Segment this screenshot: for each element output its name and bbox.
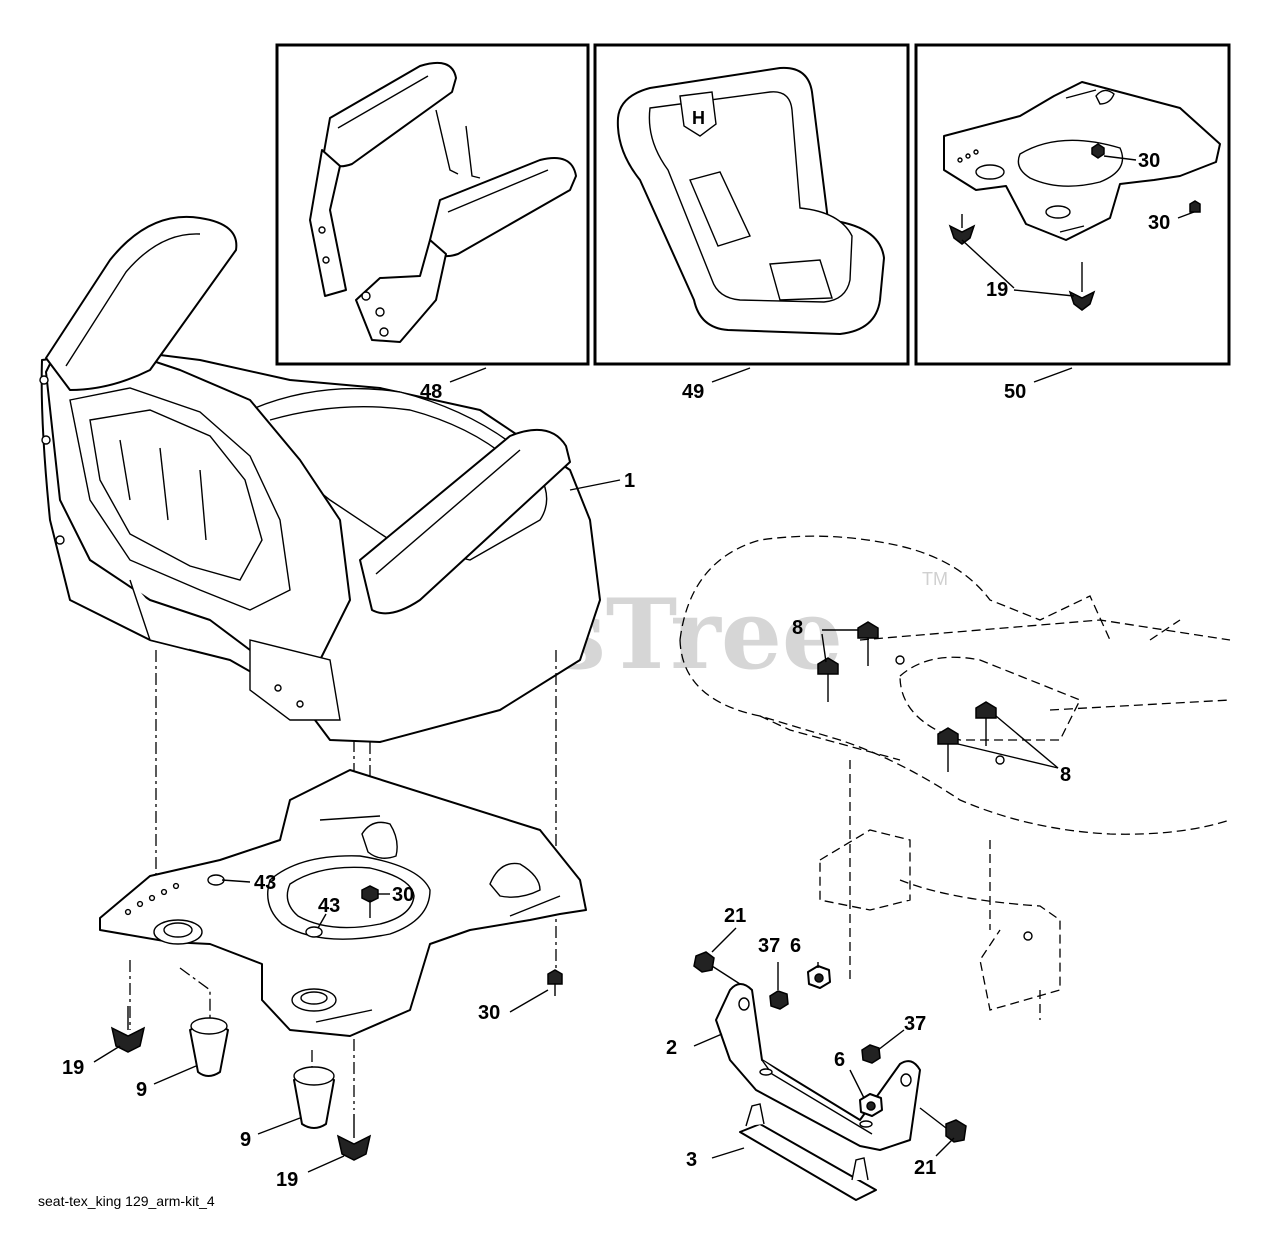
bolt-icon (937, 727, 959, 772)
bracket-icon (739, 1103, 877, 1201)
callout-30-inset-a: 30 (1138, 150, 1160, 172)
seat-plate-icon (99, 769, 587, 1037)
callout-30-inset-b: 30 (1148, 212, 1170, 234)
callout-2: 2 (666, 1037, 677, 1059)
bolt-icon (693, 951, 741, 985)
diagram-caption: seat-tex_king 129_arm-kit_4 (38, 1193, 215, 1209)
callout-21-bottom: 21 (914, 1157, 936, 1179)
callout-9-bottom: 9 (240, 1129, 251, 1151)
nut-icon (859, 1093, 883, 1117)
chassis-outline (679, 535, 1231, 1020)
bolt-icon (857, 621, 879, 666)
watermark-trademark: TM (922, 569, 948, 589)
bumper-icon (189, 1017, 229, 1077)
callout-9-left: 9 (136, 1079, 147, 1101)
callout-30-right: 30 (478, 1002, 500, 1024)
callout-19-inset: 19 (986, 279, 1008, 301)
callout-43-b: 43 (318, 895, 340, 917)
plate-callouts: 43 43 30 30 19 9 9 19 (62, 872, 549, 1191)
inset-box-50 (914, 43, 1231, 366)
seat-cushion-icon: H (616, 66, 885, 335)
plate-hardware (110, 885, 563, 1161)
callout-8-top: 8 (792, 617, 803, 639)
inset-box-49 (593, 43, 910, 366)
callout-21-top: 21 (724, 905, 746, 927)
bolt-icon (919, 1107, 967, 1143)
callout-1-group: 1 (569, 470, 635, 492)
inset-seat-cushion[interactable]: H (593, 43, 910, 366)
callout-6-top: 6 (790, 935, 801, 957)
nut-icon (861, 1044, 881, 1064)
callout-49: 49 (682, 381, 704, 403)
callout-43-a: 43 (254, 872, 276, 894)
callout-30-plate: 30 (392, 884, 414, 906)
bracket-callouts: 21 37 6 2 37 6 3 21 (666, 905, 955, 1179)
callout-37-top: 37 (758, 935, 780, 957)
callout-3: 3 (686, 1149, 697, 1171)
bolts-8: 8 8 (792, 617, 1071, 786)
callout-6-right: 6 (834, 1049, 845, 1071)
callout-1: 1 (624, 470, 635, 492)
callout-37-right: 37 (904, 1013, 926, 1035)
callout-19-bottom: 19 (276, 1169, 298, 1191)
knob-icon (110, 1006, 146, 1053)
knob-icon (336, 1114, 372, 1161)
seat-icon (39, 216, 601, 743)
inset-box-48 (275, 43, 590, 366)
bolt-icon (547, 969, 563, 996)
box-callouts: 48 49 50 (420, 367, 1073, 403)
bolt-icon (361, 885, 379, 918)
bolt-icon (817, 657, 839, 702)
nut-icon (769, 990, 789, 1010)
inset-armrest-kit[interactable] (275, 43, 590, 366)
callout-19-left: 19 (62, 1057, 84, 1079)
inset-seat-plate[interactable]: 30 30 19 (914, 43, 1231, 366)
armrest-kit-icon (309, 62, 577, 343)
bumper-icon (293, 1066, 335, 1129)
callout-8-right: 8 (1060, 764, 1071, 786)
nut-icon (807, 965, 831, 989)
inset-callouts: 30 30 19 (961, 150, 1195, 301)
bolt-icon (975, 701, 997, 746)
callout-50: 50 (1004, 381, 1026, 403)
seat-plate-icon (943, 81, 1221, 311)
svg-text:H: H (692, 108, 705, 128)
